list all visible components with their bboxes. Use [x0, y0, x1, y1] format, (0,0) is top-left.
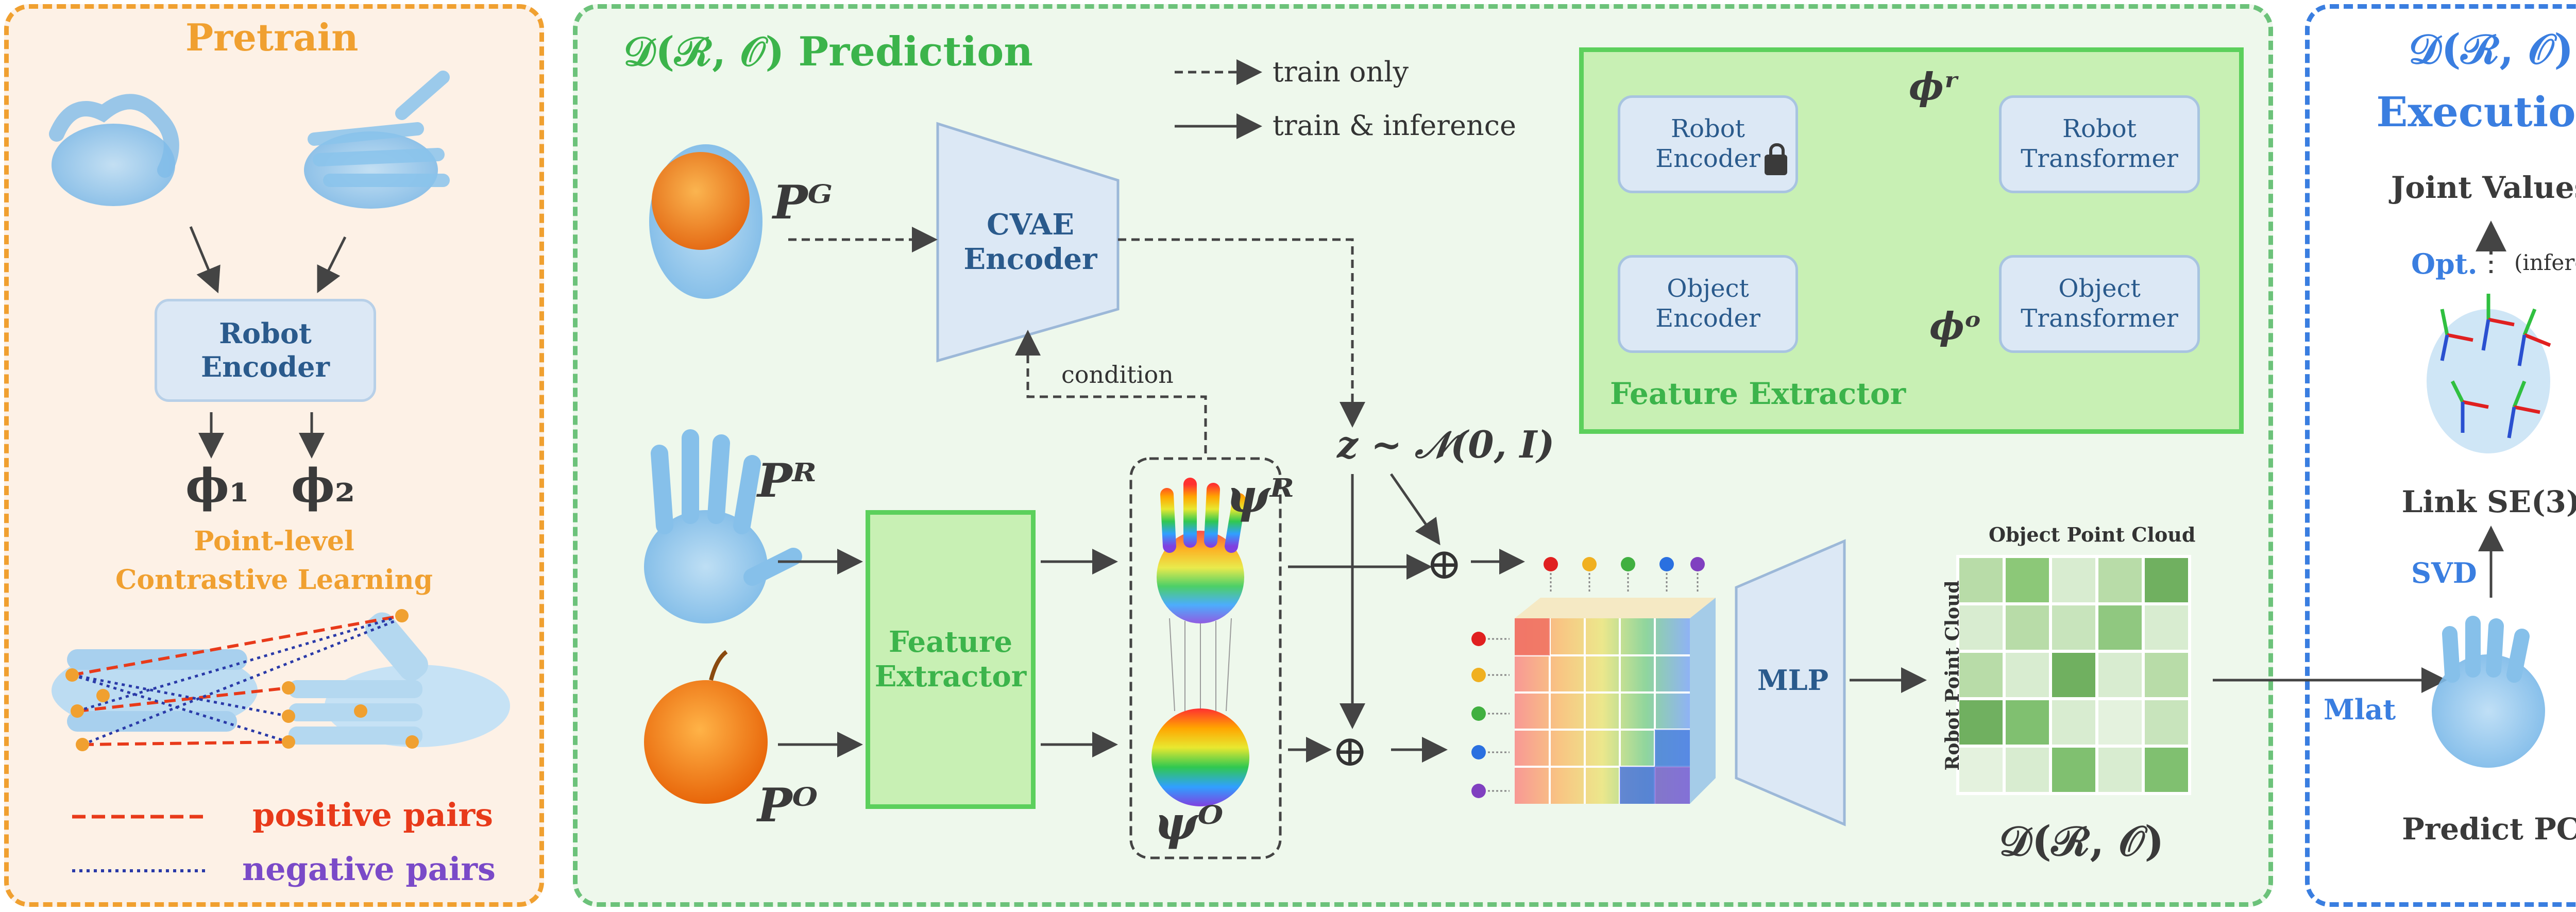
- plus-bottom: ⊕: [1332, 725, 1368, 776]
- lock-icon: [1765, 143, 1787, 175]
- contrastive-hands: [52, 612, 510, 747]
- execution-title-line2: Execution: [2376, 88, 2576, 136]
- phi-o-label: ϕᵒ: [1929, 304, 1982, 348]
- fe-detail-title: Feature Extractor: [1610, 376, 1906, 411]
- feature-extractor-box: Feature Extractor: [866, 510, 1036, 809]
- link-frames-hand: [2427, 294, 2551, 453]
- fe-object-transformer-label: Object Transformer: [2021, 274, 2178, 333]
- fe-robot-transformer-box: Robot Transformer: [1999, 95, 2200, 193]
- plus-top: ⊕: [1426, 538, 1463, 589]
- distance-matrix: [1956, 555, 2191, 795]
- pretrain-robot-encoder-label: Robot Encoder: [201, 317, 330, 383]
- fe-robot-transformer-label: Robot Transformer: [2021, 114, 2178, 173]
- object-pointcloud: [644, 650, 768, 804]
- prediction-title: 𝒟(ℛ, 𝒪) Prediction: [623, 28, 1033, 75]
- pretrain-robot-encoder-box: Robot Encoder: [155, 299, 376, 402]
- p-r-label: Pᴿ: [757, 453, 817, 508]
- robot-point-cloud-label: Robot Point Cloud: [1942, 580, 1963, 771]
- d-ro-label: 𝒟(ℛ, 𝒪): [1999, 817, 2164, 865]
- feature-extractor-label: Feature Extractor: [874, 624, 1027, 694]
- positive-pairs-label: positive pairs: [252, 796, 494, 834]
- psi-correspondence-lines: [1169, 618, 1232, 712]
- mlp-shape: [1735, 539, 1846, 826]
- svd-label: SVD: [2411, 556, 2477, 589]
- fe-object-encoder-label: Object Encoder: [1655, 274, 1760, 333]
- hand-pointcloud-left: [49, 94, 179, 206]
- grasp-pointcloud: [649, 144, 762, 299]
- fe-robot-encoder-box: Robot Encoder: [1618, 95, 1798, 193]
- execution-panel: [2305, 4, 2576, 907]
- contrastive-line2: Contrastive Learning: [115, 564, 433, 596]
- contrastive-pair-lines: [72, 614, 402, 746]
- joint-values-label: Joint Values: [2391, 170, 2576, 205]
- pretrain-title: Pretrain: [185, 15, 359, 59]
- phi-r-label: ϕʳ: [1909, 64, 1959, 108]
- inference-label: (inference): [2514, 250, 2576, 275]
- psi-o-label: ψᴼ: [1154, 796, 1224, 851]
- contrastive-line1: Point-level: [194, 526, 354, 557]
- p-g-label: Pᴳ: [773, 175, 833, 230]
- mlp-label-box: MLP: [1747, 649, 1839, 711]
- z-distribution-label: z ~ 𝒩(0, I): [1337, 423, 1555, 466]
- hand-pointcloud-right: [304, 71, 450, 209]
- robot-hand-pointcloud: [644, 429, 802, 623]
- p-o-label: Pᴼ: [757, 778, 818, 833]
- condition-label: condition: [1061, 361, 1174, 389]
- phi1-label: ϕ₁: [185, 459, 250, 513]
- cvae-encoder-label-box: CVAE Encoder: [948, 191, 1113, 294]
- robot-feature-dots: [1471, 632, 1510, 798]
- object-point-cloud-label: Object Point Cloud: [1989, 523, 2196, 546]
- mlat-label: Mlat: [2324, 693, 2396, 726]
- cvae-encoder-label: CVAE Encoder: [963, 207, 1097, 276]
- predicted-hand-pointcloud: [2432, 616, 2545, 768]
- pair-feature-cube: [1515, 598, 1716, 804]
- negative-pairs-label: negative pairs: [242, 850, 496, 888]
- keypoints: [65, 609, 419, 751]
- object-feature-dots: [1544, 557, 1705, 593]
- cvae-encoder-shape: [936, 122, 1120, 363]
- psi-r-label: ψᴿ: [1226, 469, 1294, 523]
- legend-train-only: train only: [1273, 56, 1409, 88]
- link-se3-label: Link SE(3): [2401, 484, 2576, 519]
- execution-title-line1: 𝒟(ℛ, 𝒪): [2408, 25, 2574, 73]
- psi-o-apple: [1151, 708, 1249, 806]
- fe-object-encoder-box: Object Encoder: [1618, 255, 1798, 353]
- fe-robot-encoder-label: Robot Encoder: [1655, 114, 1760, 173]
- phi2-label: ϕ₂: [291, 459, 355, 513]
- psi-container: [1129, 457, 1282, 859]
- fe-object-transformer-box: Object Transformer: [1999, 255, 2200, 353]
- predict-pc-label: Predict PC: [2402, 812, 2576, 847]
- legend-train-inference: train & inference: [1273, 109, 1516, 142]
- opt-label: Opt.: [2411, 247, 2478, 280]
- psi-r-hand: [1157, 478, 1246, 623]
- mlp-label: MLP: [1757, 663, 1829, 697]
